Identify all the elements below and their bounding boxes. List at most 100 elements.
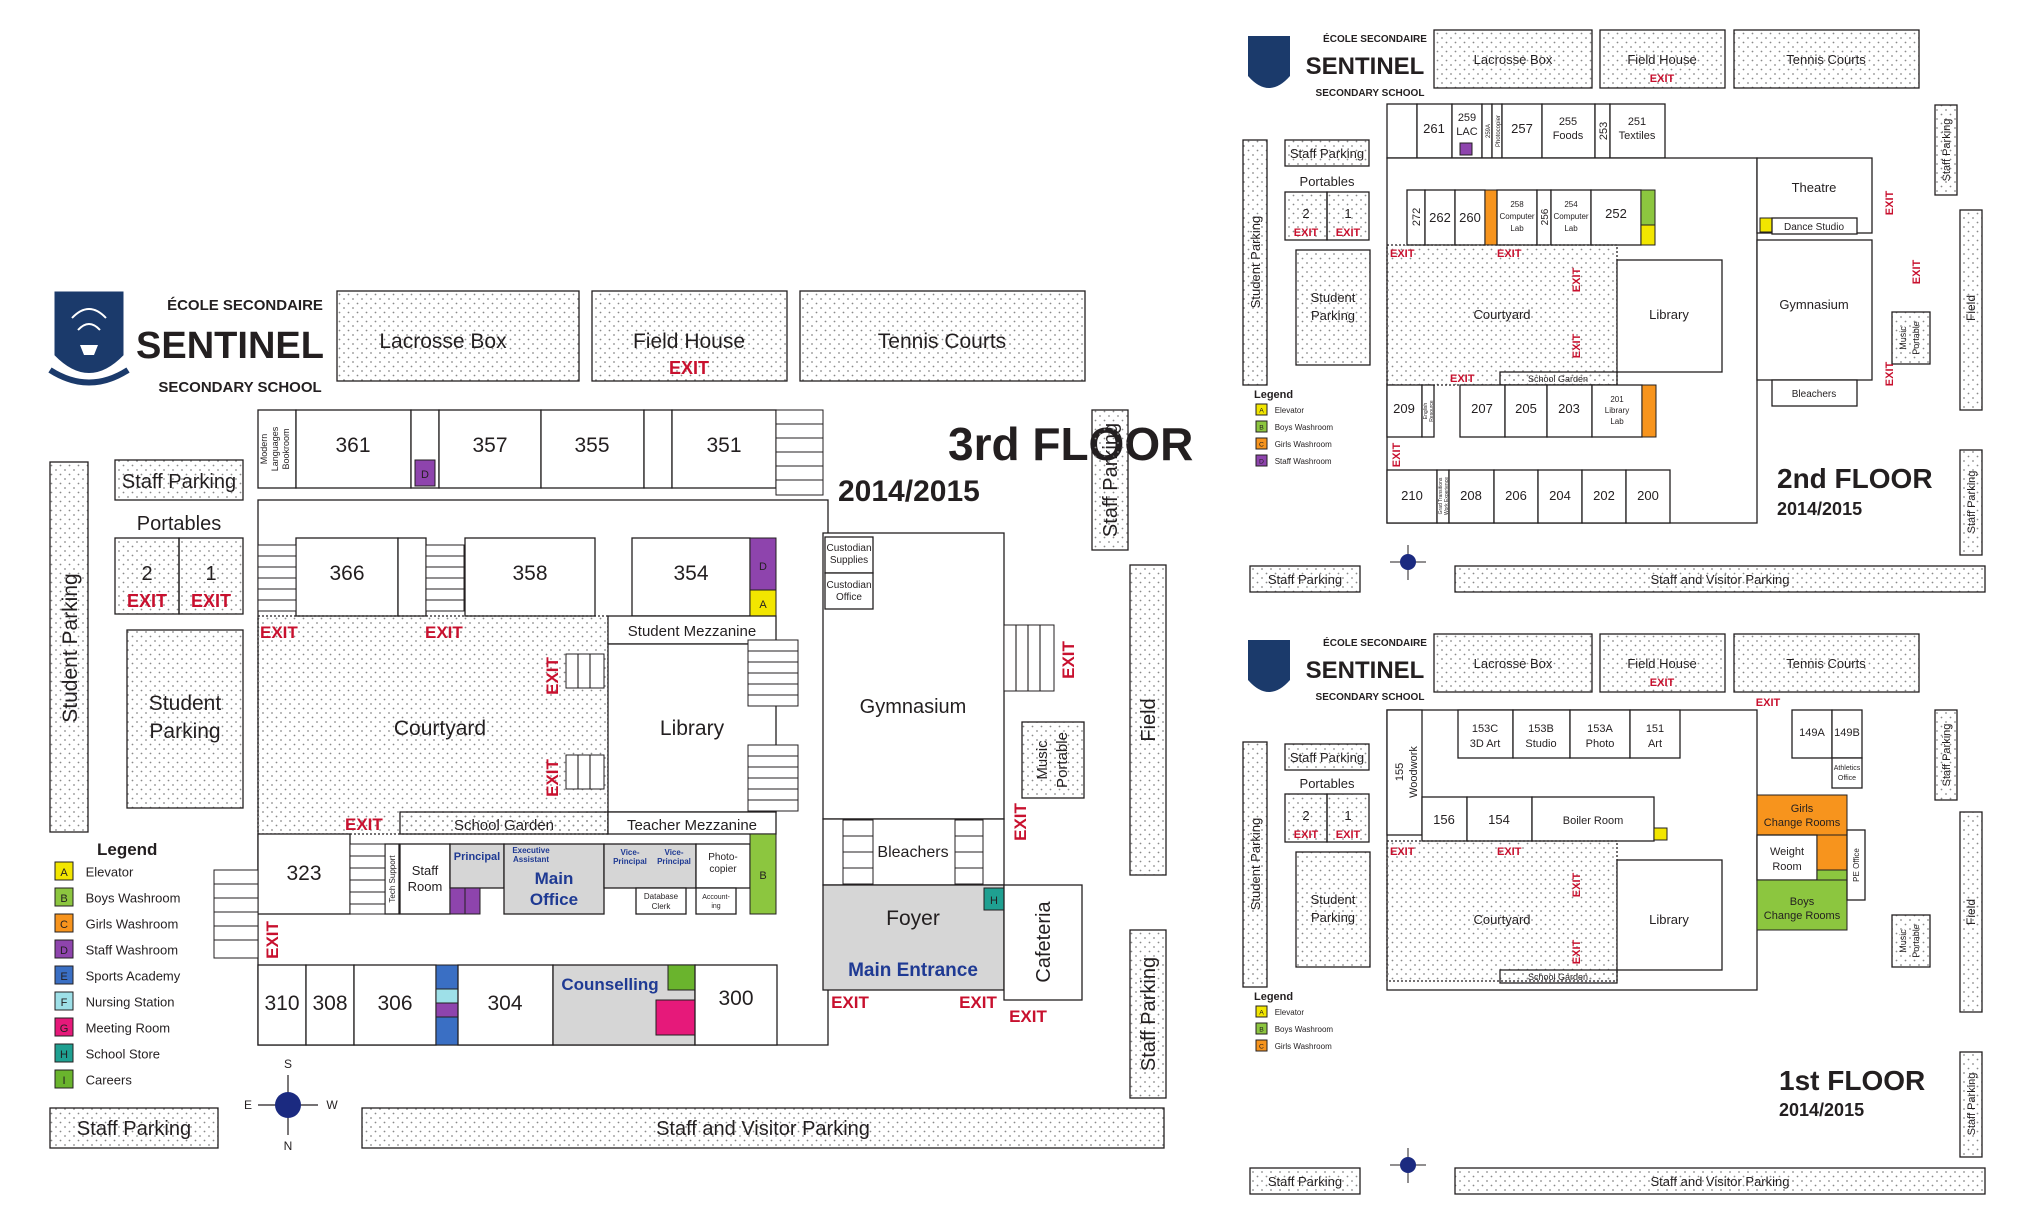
legend-swatch — [54, 965, 74, 985]
room-262 — [1424, 189, 1456, 246]
compass-icon — [1390, 1148, 1426, 1183]
svg-text:Vice-: Vice- — [665, 848, 684, 857]
staff-visitor-parking — [1454, 1167, 1986, 1195]
svg-text:Database: Database — [644, 892, 679, 901]
student-parking — [1242, 139, 1268, 386]
exit-label: EXIT — [1571, 267, 1583, 292]
svg-text:Parking: Parking — [1311, 910, 1355, 925]
exit-label: EXIT — [1650, 73, 1675, 85]
student-parking-lot — [126, 629, 244, 809]
svg-text:Staff Parking: Staff Parking — [1290, 146, 1364, 161]
room-323 — [257, 833, 351, 915]
svg-text:Office: Office — [836, 592, 862, 603]
svg-text:354: 354 — [673, 562, 708, 585]
svg-text:323: 323 — [286, 862, 321, 885]
photocopier — [695, 843, 751, 889]
svg-text:ing: ing — [711, 903, 720, 910]
svg-text:Girls: Girls — [1791, 803, 1814, 815]
svg-text:253: 253 — [1598, 122, 1610, 140]
svg-text:Tennis Courts: Tennis Courts — [1786, 52, 1866, 67]
svg-text:Languages: Languages — [270, 426, 280, 471]
staff-washroom-marker — [435, 1002, 459, 1018]
legend-label: Careers — [86, 1072, 133, 1087]
svg-text:D: D — [421, 469, 429, 481]
legend-key: C — [1259, 442, 1264, 449]
elevator-marker — [1653, 827, 1668, 841]
legend-swatch — [1255, 1022, 1268, 1035]
legend-swatch — [54, 861, 74, 881]
teacher-mezzanine — [607, 811, 777, 835]
svg-text:Foods: Foods — [1553, 130, 1584, 142]
staff-parking-right — [1934, 104, 1958, 196]
floor1-map: ÉCOLE SECONDAIRE SENTINEL SECONDARY SCHO… — [1242, 633, 1986, 1195]
room-355 — [540, 409, 645, 489]
room-366 — [295, 537, 399, 617]
exit-label: EXIT — [669, 358, 709, 378]
room-252 — [1590, 189, 1642, 246]
legend-label: Girls Washroom — [1275, 1042, 1332, 1051]
legend-swatch — [1255, 454, 1268, 467]
staff-washroom-marker — [1459, 142, 1473, 156]
svg-text:Staff and Visitor Parking: Staff and Visitor Parking — [1651, 572, 1790, 587]
svg-text:Staff: Staff — [412, 863, 439, 878]
legend-label: Sports Academy — [86, 968, 181, 983]
svg-text:Main Entrance: Main Entrance — [848, 960, 978, 981]
room-261 — [1416, 103, 1453, 159]
dance-studio — [1771, 217, 1858, 235]
svg-text:PE Office: PE Office — [1852, 848, 1861, 882]
room-357 — [438, 409, 542, 489]
svg-text:149A: 149A — [1799, 727, 1825, 739]
tennis-label: Tennis Courts — [878, 330, 1006, 353]
svg-text:Staff and Visitor Parking: Staff and Visitor Parking — [1651, 1174, 1790, 1189]
student-parking-lot — [1295, 249, 1371, 366]
girls-washroom-marker — [1641, 384, 1657, 438]
exit-label: EXIT — [1450, 373, 1475, 385]
svg-text:Supplies: Supplies — [830, 555, 868, 566]
svg-text:310: 310 — [264, 992, 299, 1015]
corridor — [397, 537, 427, 617]
svg-text:357: 357 — [472, 434, 507, 457]
legend-swatch — [1255, 437, 1268, 450]
svg-text:Staff Parking: Staff Parking — [1268, 572, 1342, 587]
floor2-map: ÉCOLE SECONDAIRE SENTINEL SECONDARY SCHO… — [1242, 29, 1986, 593]
courtyard — [1386, 244, 1618, 386]
svg-text:Dance Studio: Dance Studio — [1784, 222, 1844, 233]
svg-text:Custodian: Custodian — [826, 580, 871, 591]
svg-text:Bleachers: Bleachers — [1792, 389, 1836, 400]
svg-text:Lacrosse Box: Lacrosse Box — [1474, 52, 1553, 67]
school-line3: SECONDARY SCHOOL — [1316, 692, 1425, 703]
lacrosse-box — [1433, 29, 1593, 89]
student-parking — [1242, 741, 1268, 988]
svg-text:Theatre: Theatre — [1792, 180, 1837, 195]
svg-text:Photocopier: Photocopier — [1496, 115, 1502, 147]
svg-text:Field: Field — [1964, 899, 1978, 925]
school-name: SENTINEL — [1306, 657, 1425, 684]
floor3-year: 2014/2015 — [838, 475, 980, 508]
svg-text:154: 154 — [1488, 812, 1510, 827]
staff-parking-right — [1934, 709, 1958, 801]
svg-text:203: 203 — [1558, 401, 1580, 416]
room-153a — [1569, 709, 1631, 759]
svg-text:Courtyard: Courtyard — [1473, 307, 1530, 322]
legend-key: F — [61, 997, 68, 1009]
svg-text:206: 206 — [1505, 488, 1527, 503]
svg-text:358: 358 — [512, 562, 547, 585]
svg-text:School Garden: School Garden — [454, 817, 554, 834]
svg-text:153C: 153C — [1472, 723, 1498, 735]
svg-text:257: 257 — [1511, 121, 1533, 136]
exit-label: EXIT — [1571, 872, 1583, 897]
exit-label: EXIT — [1009, 1007, 1047, 1026]
room-361 — [295, 409, 412, 489]
exit-label: EXIT — [1497, 248, 1522, 260]
svg-text:Boys: Boys — [1790, 896, 1815, 908]
exit-label: EXIT — [1011, 802, 1030, 840]
school-line3: SECONDARY SCHOOL — [158, 379, 321, 396]
svg-text:155: 155 — [1394, 763, 1406, 781]
